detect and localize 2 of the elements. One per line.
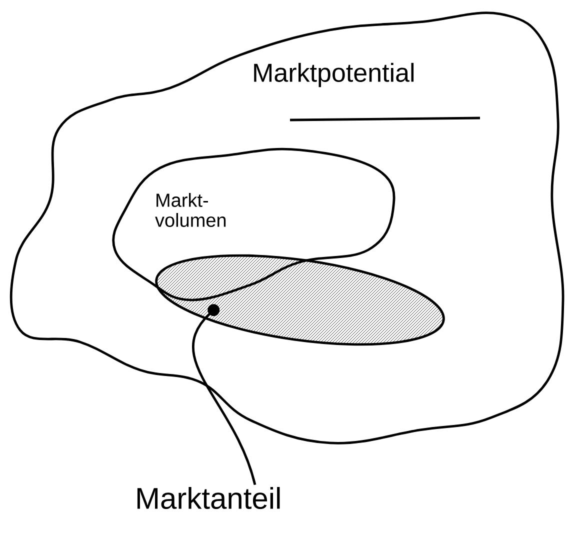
label-text: Marktanteil — [137, 486, 280, 509]
leader-line — [192, 304, 256, 486]
